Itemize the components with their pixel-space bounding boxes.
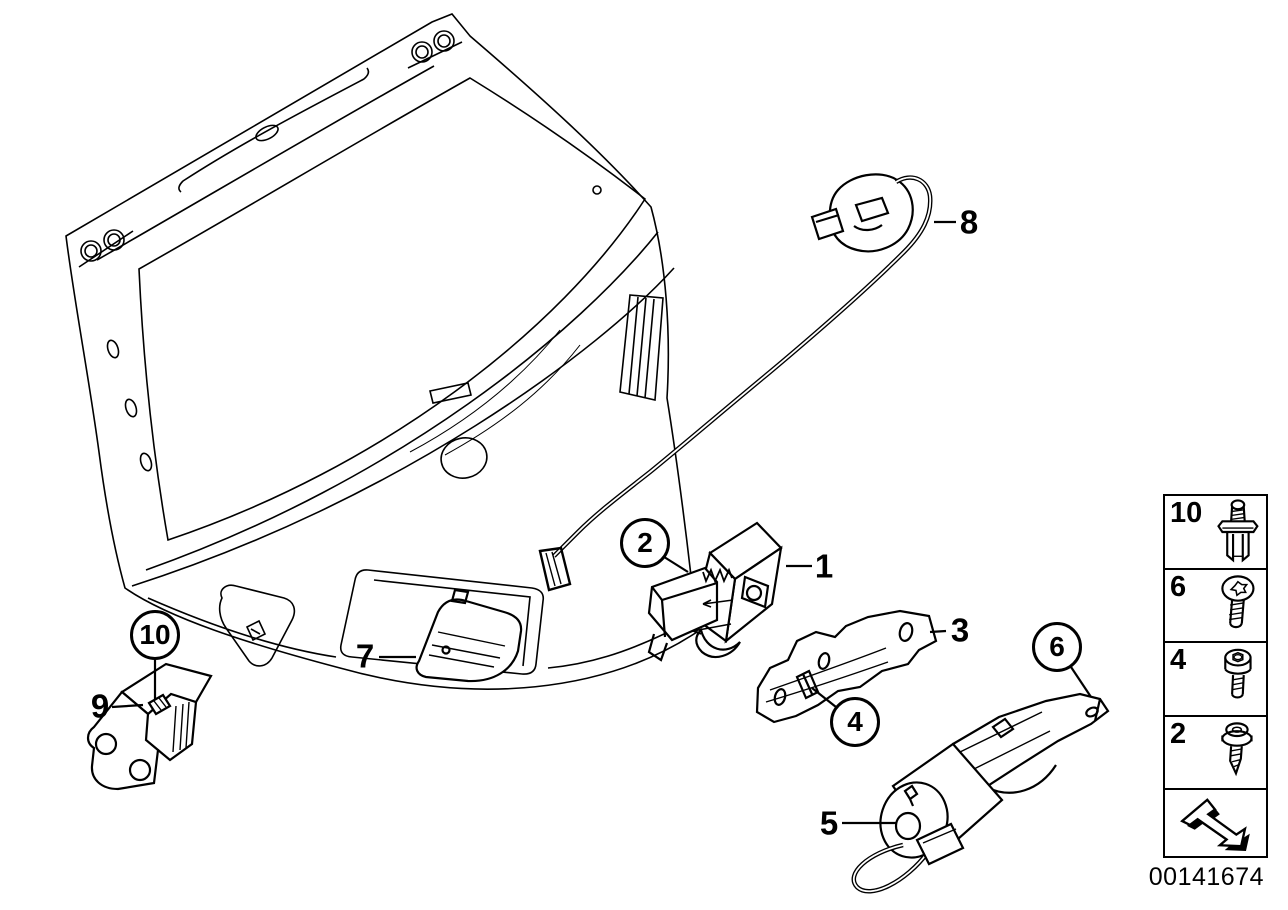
sidebar-row-stud[interactable]: 10 bbox=[1165, 496, 1266, 570]
stud-bolt-icon bbox=[1217, 499, 1259, 563]
part-licence-plate-light bbox=[415, 588, 523, 683]
sidebar-row-socket-screw[interactable]: 4 bbox=[1165, 643, 1266, 717]
tailgate-outline bbox=[65, 13, 698, 690]
callout-9[interactable]: 9 bbox=[90, 687, 110, 725]
torx-screw-icon bbox=[1221, 575, 1255, 629]
sidebar-row-label: 2 bbox=[1170, 718, 1187, 750]
callout-5[interactable]: 5 bbox=[819, 804, 839, 842]
part-bracket bbox=[86, 662, 213, 791]
sidebar-row-label: 10 bbox=[1170, 497, 1203, 529]
callout-3[interactable]: 3 bbox=[950, 611, 970, 649]
callout-6[interactable]: 6 bbox=[1032, 622, 1082, 672]
sidebar-row-label: 4 bbox=[1170, 644, 1187, 676]
callout-2[interactable]: 2 bbox=[620, 518, 670, 568]
callout-7[interactable]: 7 bbox=[355, 637, 375, 675]
callout-10[interactable]: 10 bbox=[130, 610, 180, 660]
leader-lines bbox=[111, 220, 1092, 825]
sidebar-row-tapping-screw[interactable]: 2 bbox=[1165, 717, 1266, 790]
callout-1[interactable]: 1 bbox=[814, 547, 834, 585]
callout-8[interactable]: 8 bbox=[959, 203, 979, 241]
socket-head-screw-icon bbox=[1224, 648, 1252, 699]
sidebar-row-label: 6 bbox=[1170, 571, 1187, 603]
part-reinforcement-plate bbox=[755, 609, 938, 724]
fastener-sidebar: 10 6 bbox=[1163, 494, 1268, 858]
part-lock-cylinder bbox=[851, 692, 1110, 894]
back-arrow-icon bbox=[1180, 798, 1250, 852]
sidebar-row-torx-screw[interactable]: 6 bbox=[1165, 570, 1266, 643]
part-release-cable bbox=[538, 175, 933, 592]
part-release-handle bbox=[810, 173, 914, 253]
part-trunk-lock bbox=[647, 521, 783, 662]
sidebar-row-back[interactable] bbox=[1165, 790, 1266, 856]
self-tapping-screw-icon bbox=[1221, 722, 1253, 777]
callout-4[interactable]: 4 bbox=[830, 697, 880, 747]
diagram-id: 00141674 bbox=[1148, 863, 1264, 891]
